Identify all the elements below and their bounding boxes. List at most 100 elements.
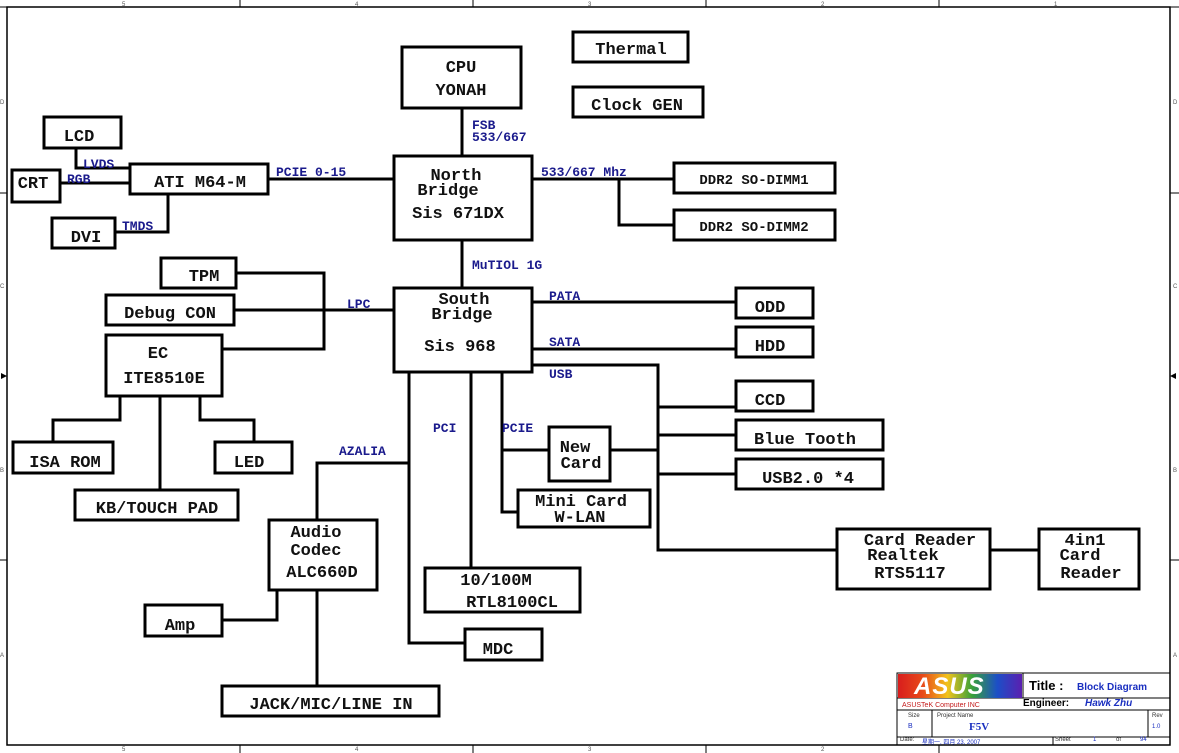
bus-label-rgb: RGB — [67, 172, 91, 187]
block-label: Reader — [1060, 565, 1121, 584]
project-label: Project Name — [937, 713, 974, 719]
card-reader-block[interactable]: Card Reader Realtek RTS5117 — [835, 527, 992, 591]
block-label: ITE8510E — [123, 370, 205, 389]
block-label: Card Reader — [864, 532, 976, 551]
bus-label-sata: SATA — [549, 335, 580, 350]
ruler-col-label: 5 — [122, 747, 126, 753]
amp-block[interactable]: Amp — [143, 603, 224, 638]
mini-card-wlan-block[interactable]: Mini Card W-LAN — [516, 488, 652, 529]
ati-gpu-block[interactable]: ATI M64-M — [128, 162, 270, 196]
crt-block[interactable]: CRT — [10, 168, 62, 204]
block-label: Card — [1060, 547, 1101, 566]
bus-label-lpc: LPC — [347, 297, 371, 312]
block-label: Bridge — [417, 182, 478, 201]
date-value: 星期一, 四月 23, 2007 — [922, 740, 981, 746]
isa-rom-block[interactable]: ISA ROM — [11, 440, 115, 475]
ddr2-sodimm1-block[interactable]: DDR2 SO-DIMM1 — [672, 161, 837, 195]
ruler-col-label: 2 — [821, 747, 825, 753]
bus-label-pcie: PCIE — [502, 421, 533, 436]
bus-label-pcie-gfx: PCIE 0-15 — [276, 165, 346, 180]
ddr2-sodimm2-block[interactable]: DDR2 SO-DIMM2 — [672, 208, 837, 242]
audio-codec-block[interactable]: Audio Codec ALC660D — [267, 518, 379, 592]
new-card-block[interactable]: New Card — [547, 425, 612, 483]
block-label: W-LAN — [554, 509, 605, 528]
bus-label-fsb-speed: 533/667 — [472, 130, 527, 145]
block-label: Amp — [165, 617, 196, 636]
block-label: New — [560, 439, 591, 458]
ruler-col-label: 4 — [355, 2, 359, 8]
block-label: USB2.0 *4 — [762, 470, 854, 489]
mdc-block[interactable]: MDC — [463, 627, 544, 662]
ruler-col-label: 5 — [122, 2, 126, 8]
ruler-row-label: B — [1173, 468, 1177, 474]
tpm-block[interactable]: TPM — [159, 256, 238, 290]
bus-label-usb: USB — [549, 367, 573, 382]
clock-gen-block[interactable]: Clock GEN — [571, 85, 705, 119]
title-value: Block Diagram — [1077, 682, 1148, 693]
thermal-block[interactable]: Thermal — [571, 30, 690, 64]
rev-label: Rev — [1152, 713, 1163, 719]
hdd-block[interactable]: HDD — [734, 325, 815, 359]
block-label: YONAH — [435, 82, 486, 101]
bus-label-fsb: FSB — [472, 118, 496, 133]
ruler-col-label: 3 — [588, 747, 592, 753]
center-arrow-left — [1, 373, 7, 379]
rev-value: 1.0 — [1152, 724, 1161, 730]
ruler-col-label: 2 — [821, 2, 825, 8]
block-label: HDD — [755, 338, 786, 357]
block-label: JACK/MIC/LINE IN — [249, 696, 412, 715]
block-label: Blue Tooth — [754, 431, 856, 450]
ccd-block[interactable]: CCD — [734, 379, 815, 413]
block-label: ALC660D — [286, 564, 357, 583]
block-label: Sis 968 — [424, 338, 495, 357]
kb-touchpad-block[interactable]: KB/TOUCH PAD — [73, 488, 240, 522]
block-label: CPU — [446, 59, 477, 78]
4in1-card-reader-block[interactable]: 4in1 Card Reader — [1037, 527, 1141, 591]
wires — [51, 108, 1039, 686]
block-label: DDR2 SO-DIMM2 — [699, 220, 808, 236]
bluetooth-block[interactable]: Blue Tooth — [734, 418, 885, 452]
sheet-label: Sheet — [1055, 737, 1071, 743]
block-label: Audio — [290, 524, 341, 543]
bus-label-memory: 533/667 Mhz — [541, 165, 627, 180]
odd-block[interactable]: ODD — [734, 286, 815, 320]
block-label: Mini Card — [535, 493, 627, 512]
block-label: LCD — [64, 128, 95, 147]
dvi-block[interactable]: DVI — [50, 216, 117, 250]
bus-label-tmds: TMDS — [122, 219, 153, 234]
north-bridge-block[interactable]: North Bridge Sis 671DX — [392, 154, 534, 242]
asus-logo: ASUS — [898, 673, 1022, 700]
center-arrow-right — [1170, 373, 1176, 379]
ruler-col-label: 3 — [588, 2, 592, 8]
block-label: Thermal — [595, 41, 666, 60]
title-label: Title : — [1029, 678, 1064, 693]
block-label: ISA ROM — [29, 454, 100, 473]
south-bridge-block[interactable]: South Bridge Sis 968 — [392, 286, 534, 374]
debug-con-block[interactable]: Debug CON — [104, 293, 236, 327]
engineer-label: Engineer: — [1023, 698, 1070, 709]
cpu-block[interactable]: CPU YONAH — [400, 45, 523, 110]
ruler-row-label: A — [0, 653, 4, 659]
usb-ports-block[interactable]: USB2.0 *4 — [734, 457, 885, 491]
block-label: RTS5117 — [874, 565, 945, 584]
block-label: Clock GEN — [591, 97, 683, 116]
ruler-row-label: B — [0, 468, 4, 474]
led-block[interactable]: LED — [213, 440, 294, 475]
engineer-value: Hawk Zhu — [1085, 698, 1133, 709]
ruler-row-label: D — [1173, 100, 1178, 106]
block-label: MDC — [483, 641, 514, 660]
of-label: of — [1116, 737, 1122, 743]
logo-text: ASUS — [914, 673, 985, 700]
bus-label-mutiol: MuTIOL 1G — [472, 258, 542, 273]
block-label: DVI — [71, 229, 102, 248]
jack-mic-line-in-block[interactable]: JACK/MIC/LINE IN — [220, 684, 441, 718]
block-label: CRT — [18, 175, 49, 194]
sheet-total: 94 — [1140, 737, 1147, 743]
lcd-block[interactable]: LCD — [42, 115, 123, 150]
ec-block[interactable]: EC ITE8510E — [104, 333, 224, 398]
block-label: ODD — [755, 299, 786, 318]
lan-block[interactable]: 10/100M RTL8100CL — [423, 566, 582, 614]
title-block-grid — [896, 672, 1171, 746]
project-value: F5V — [969, 721, 990, 733]
block-label: 10/100M — [460, 572, 531, 591]
